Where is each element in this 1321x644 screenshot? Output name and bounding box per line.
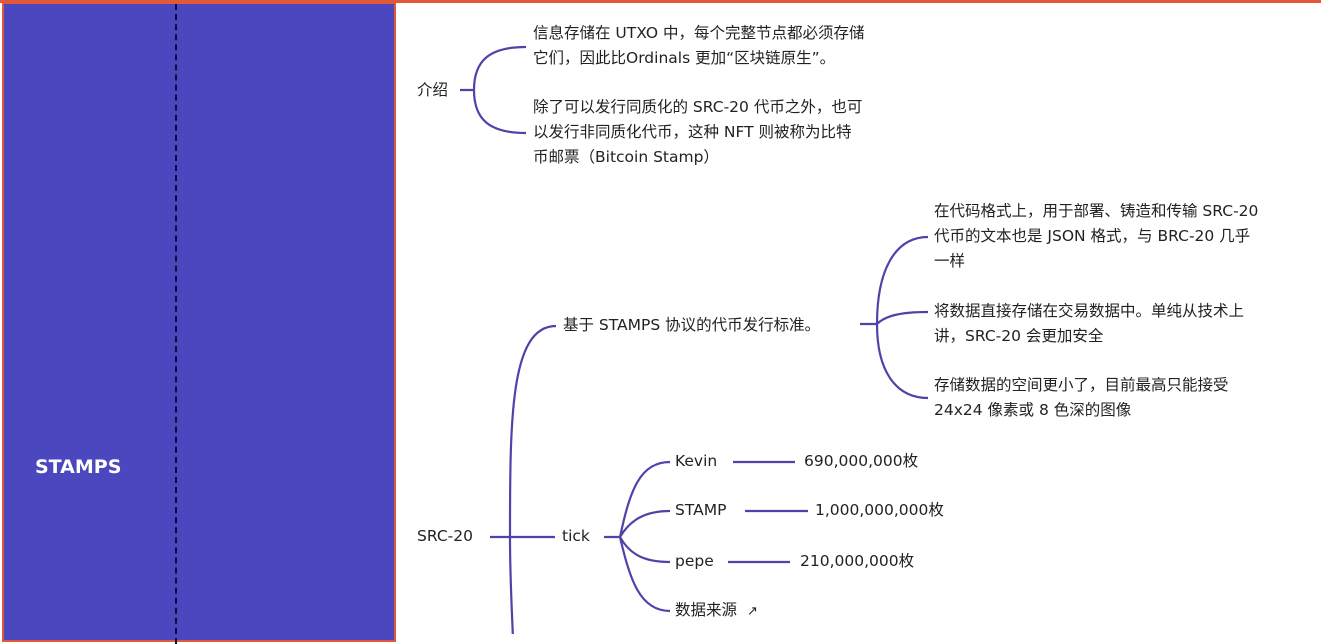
tick-name[interactable]: STAMP [675,501,727,519]
source-link-label[interactable]: 数据来源 [675,601,738,619]
standard-note-1: 在代码格式上，用于部署、铸造和传输 SRC-20 代币的文本也是 JSON 格式… [934,199,1258,274]
intro-node[interactable]: 介绍 [417,81,449,99]
tick-node[interactable]: tick [562,527,590,545]
top-border [0,0,1321,3]
tick-supply: 690,000,000枚 [804,452,919,470]
intro-note-2: 除了可以发行同质化的 SRC-20 代币之外，也可 以发行非同质化代币，这种 N… [533,95,862,170]
note-line: 24x24 像素或 8 色深的图像 [934,401,1132,419]
tick-name[interactable]: pepe [675,552,714,570]
external-link-icon[interactable]: ↗ [747,604,758,619]
standard-note-3: 存储数据的空间更小了，目前最高只能接受 24x24 像素或 8 色深的图像 [934,373,1229,423]
tick-name[interactable]: Kevin [675,452,718,470]
note-line: 在代码格式上，用于部署、铸造和传输 SRC-20 [934,202,1259,220]
standard-note-2: 将数据直接存储在交易数据中。单纯从技术上 讲，SRC-20 会更加安全 [934,299,1244,349]
intro-note-1: 信息存储在 UTXO 中，每个完整节点都必须存储 它们，因此比Ordinals … [533,21,865,71]
note-line: 代币的文本也是 JSON 格式，与 BRC-20 几乎 [934,227,1251,245]
dashed-divider [175,4,177,644]
note-line: 讲，SRC-20 会更加安全 [934,327,1104,345]
note-line: 将数据直接存储在交易数据中。单纯从技术上 [934,302,1245,320]
tick-supply: 1,000,000,000枚 [815,501,944,519]
src20-node[interactable]: SRC-20 [417,527,473,545]
sidebar-label: STAMPS [35,456,122,478]
note-line: 币邮票（Bitcoin Stamp） [533,148,719,166]
note-line: 信息存储在 UTXO 中，每个完整节点都必须存储 [533,24,865,42]
source-link[interactable]: 数据来源 ↗ [675,598,758,624]
standard-node[interactable]: 基于 STAMPS 协议的代币发行标准。 [563,316,821,334]
tick-supply: 210,000,000枚 [800,552,915,570]
note-line: 除了可以发行同质化的 SRC-20 代币之外，也可 [533,98,863,116]
note-line: 它们，因此比Ordinals 更加“区块链原生”。 [533,49,836,67]
note-line: 存储数据的空间更小了，目前最高只能接受 [934,376,1229,394]
note-line: 以发行非同质化代币，这种 NFT 则被称为比特 [533,123,852,141]
sidebar-panel [2,2,396,642]
note-line: 一样 [934,252,966,270]
